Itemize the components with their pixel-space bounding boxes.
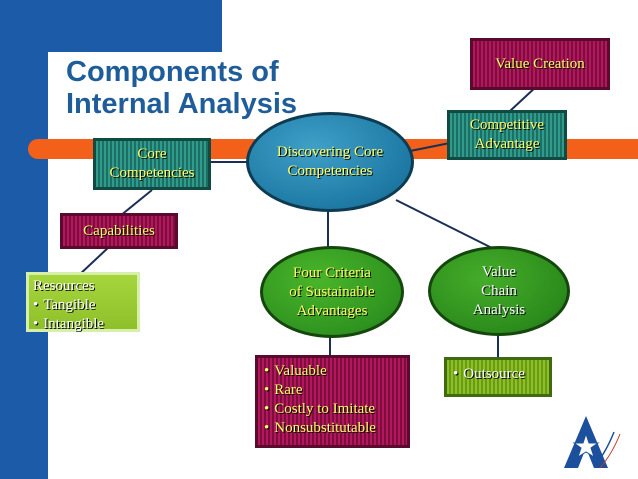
four-criteria-line1: Four Criteria xyxy=(293,264,371,281)
line-discovering-competitive xyxy=(404,141,456,153)
competitive-advantage-line2: Advantage xyxy=(474,136,540,152)
resources-title: Resources xyxy=(33,278,95,294)
core-competencies-line1: Core xyxy=(137,146,167,162)
criteria-item-rare: Rare xyxy=(274,382,303,398)
value-chain-line1: Value xyxy=(481,263,517,280)
line-discovering-valuechain xyxy=(395,199,493,249)
university-logo-icon xyxy=(564,416,621,469)
criteria-item-valuable: Valuable xyxy=(274,363,327,379)
line-capabilities-resources xyxy=(77,245,111,277)
criteria-list: • Valuable • Rare • Costly to Imitate • … xyxy=(264,362,401,438)
bullet-icon: • xyxy=(33,316,39,332)
list-item: • Nonsubstitutable xyxy=(264,419,401,438)
list-item: • Costly to Imitate xyxy=(264,400,401,419)
slide-title: Components of Internal Analysis xyxy=(66,56,366,120)
bullet-icon: • xyxy=(453,366,459,382)
list-item: • Intangible xyxy=(33,315,133,334)
bullet-icon: • xyxy=(264,401,270,417)
outsource-list: • Outsource xyxy=(453,365,543,384)
list-item: • Rare xyxy=(264,381,401,400)
criteria-item-nonsubstitutable: Nonsubstitutable xyxy=(274,420,376,436)
outsource-item: Outsource xyxy=(463,366,525,382)
competitive-advantage-line1: Competitive xyxy=(469,117,545,133)
criteria-item-costly: Costly to Imitate xyxy=(274,401,376,417)
bullet-icon: • xyxy=(264,420,270,436)
list-item: • Tangible xyxy=(33,296,133,315)
four-criteria-line3: Advantages xyxy=(296,302,368,319)
resources-box: Resources • Tangible • Intangible xyxy=(26,272,140,332)
value-chain-line2: Chain xyxy=(481,282,517,299)
line-core-capabilities xyxy=(119,189,153,217)
value-chain-line3: Analysis xyxy=(472,301,526,318)
bullet-icon: • xyxy=(264,382,270,398)
capabilities-box: Capabilities xyxy=(60,213,178,249)
competitive-advantage-box: Competitive Advantage xyxy=(447,110,567,160)
list-item: • Valuable xyxy=(264,362,401,381)
slide-title-line1: Components of xyxy=(66,56,279,88)
list-item: • Outsource xyxy=(453,365,543,384)
left-blue-column xyxy=(0,0,48,479)
four-criteria-line2: of Sustainable xyxy=(289,283,375,300)
core-competencies-box: Core Competencies xyxy=(93,138,211,190)
capabilities-label: Capabilities xyxy=(83,222,155,239)
resources-item-tangible: Tangible xyxy=(43,297,96,313)
four-criteria-oval: Four Criteria of Sustainable Advantages xyxy=(260,246,404,338)
resources-item-intangible: Intangible xyxy=(43,316,105,332)
bullet-icon: • xyxy=(33,297,39,313)
value-creation-label: Value Creation xyxy=(495,55,585,72)
value-creation-box: Value Creation xyxy=(470,38,610,90)
core-competencies-line2: Competencies xyxy=(109,165,195,181)
value-chain-analysis-oval: Value Chain Analysis xyxy=(428,246,570,336)
resources-list: • Tangible • Intangible xyxy=(33,296,133,334)
criteria-list-box: • Valuable • Rare • Costly to Imitate • … xyxy=(255,355,410,448)
bullet-icon: • xyxy=(264,363,270,379)
discovering-line2: Competencies xyxy=(287,163,373,179)
discovering-line1: Discovering Core xyxy=(276,144,384,160)
outsource-box: • Outsource xyxy=(444,357,552,397)
discovering-core-competencies-oval: Discovering Core Competencies xyxy=(246,112,414,212)
slide-title-line2: Internal Analysis xyxy=(66,88,298,120)
